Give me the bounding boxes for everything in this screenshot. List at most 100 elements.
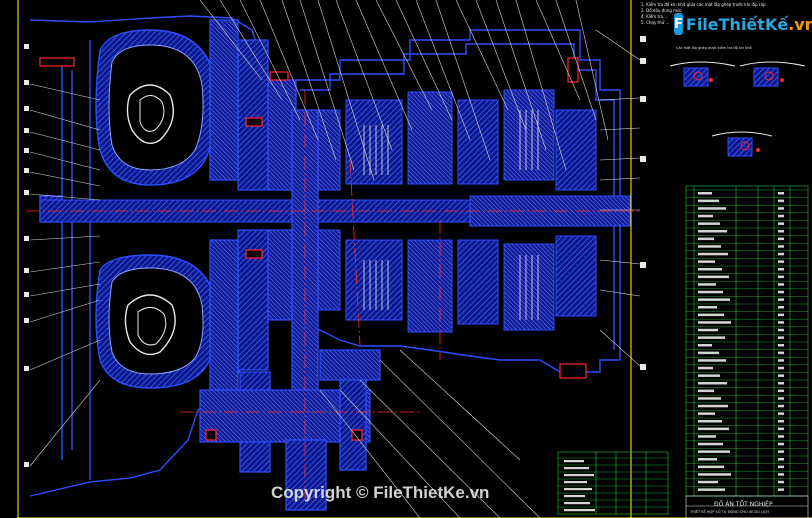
parts-list-cell-qty bbox=[778, 442, 784, 446]
parts-list-cell-qty bbox=[778, 192, 784, 195]
revision-cell-text bbox=[564, 481, 587, 484]
parts-list-cell-text bbox=[698, 252, 728, 256]
parts-list-cell-text bbox=[698, 359, 726, 362]
parts-list-cell-qty bbox=[778, 473, 784, 476]
parts-list-cell-text bbox=[698, 465, 724, 469]
drawing-frame bbox=[17, 0, 812, 518]
balloon-markers-right bbox=[640, 36, 646, 370]
parts-list-cell-qty bbox=[778, 344, 784, 347]
technical-note-2: 2. Đổ dầu đúng mức bbox=[641, 8, 682, 13]
logo-mark-icon: F bbox=[674, 13, 683, 35]
clutch-discs bbox=[363, 110, 539, 320]
title-block-main: ĐỒ ÁN TỐT NGHIỆP bbox=[714, 501, 773, 508]
centerlines bbox=[26, 90, 640, 500]
parts-list-cell-qty bbox=[778, 397, 784, 400]
revision-table-rows bbox=[558, 457, 668, 512]
parts-list-cell-qty bbox=[778, 306, 784, 309]
parts-list-cell-text bbox=[698, 290, 723, 294]
revision-cell-text bbox=[564, 495, 585, 498]
parts-list-cell-text bbox=[698, 298, 730, 301]
parts-list-cell-qty bbox=[778, 412, 784, 415]
revision-cell-text bbox=[564, 460, 584, 463]
technical-note-4: 5. Chạy thử ... bbox=[641, 20, 670, 25]
parts-list-cell-qty bbox=[778, 435, 784, 438]
parts-list-cell-qty bbox=[778, 427, 784, 431]
logo-text-accent: Kế bbox=[764, 14, 789, 34]
parts-list-cell-text bbox=[698, 328, 718, 332]
parts-list-cell-qty bbox=[778, 245, 784, 248]
parts-list-rows bbox=[686, 189, 808, 491]
parts-list-cell-text bbox=[698, 389, 714, 393]
parts-list-cell-text bbox=[698, 435, 716, 438]
parts-list-cell-qty bbox=[778, 321, 784, 324]
parts-list-cell-qty bbox=[778, 260, 784, 263]
parts-list-cell-qty bbox=[778, 290, 784, 294]
parts-list-cell-text bbox=[698, 427, 729, 431]
parts-list-cell-text bbox=[698, 488, 725, 491]
parts-list-cell-text bbox=[698, 192, 712, 195]
parts-list-cell-qty bbox=[778, 336, 784, 339]
parts-list-cell-qty bbox=[778, 480, 784, 484]
parts-list-cell-text bbox=[698, 268, 722, 271]
parts-list-cell-text bbox=[698, 450, 730, 453]
parts-list-cell-qty bbox=[778, 214, 784, 218]
revision-cell-text bbox=[564, 509, 595, 512]
parts-list-cell-qty bbox=[778, 252, 784, 256]
logo-text: FileThiếtKế.vn bbox=[686, 15, 812, 34]
bolts bbox=[39, 57, 587, 441]
parts-list-cell-text bbox=[698, 321, 731, 324]
parts-list-cell-qty bbox=[778, 359, 784, 362]
logo-text-suffix: .vn bbox=[788, 14, 812, 34]
detail-views bbox=[669, 61, 806, 157]
detail-caption: Các mặt lắp ghép được kiểm tra độ kín kh… bbox=[676, 46, 752, 50]
parts-list-cell-qty bbox=[778, 382, 784, 385]
parts-list-cell-text bbox=[698, 382, 727, 385]
parts-list-cell-text bbox=[698, 199, 719, 203]
torque-converter-lower bbox=[95, 254, 218, 389]
parts-list-cell-text bbox=[698, 207, 726, 210]
parts-list-cell-qty bbox=[778, 351, 784, 355]
parts-list-cell-qty bbox=[778, 275, 784, 279]
parts-list-cell-text bbox=[698, 275, 729, 279]
parts-list-cell-qty bbox=[778, 313, 784, 317]
parts-list-cell-qty bbox=[778, 328, 784, 332]
parts-list-cell-text bbox=[698, 374, 720, 377]
torque-converter-upper bbox=[95, 29, 217, 186]
parts-list-cell-text bbox=[698, 473, 731, 476]
parts-list-cell-text bbox=[698, 458, 717, 461]
parts-list-cell-qty bbox=[778, 268, 784, 271]
parts-list-cell-text bbox=[698, 222, 720, 225]
parts-list-cell-text bbox=[698, 336, 725, 339]
revision-table bbox=[557, 451, 669, 515]
parts-list-cell-qty bbox=[778, 450, 784, 453]
parts-list-cell-text bbox=[698, 420, 722, 423]
parts-list-cell-text bbox=[698, 313, 724, 317]
logo-text-main: FileThiết bbox=[685, 14, 765, 34]
parts-list-cell-qty bbox=[778, 404, 784, 408]
parts-list-cell-qty bbox=[778, 389, 784, 393]
parts-list-cell-qty bbox=[778, 298, 784, 301]
technical-note-1: 1. Kiểm tra độ kín khít giữa các mặt lắp… bbox=[641, 2, 766, 7]
revision-cell-text bbox=[564, 502, 590, 505]
technical-note-3: 4. Kiểm tra ... bbox=[641, 14, 669, 19]
parts-list-cell-qty bbox=[778, 420, 784, 423]
parts-list-cell-text bbox=[698, 442, 723, 446]
parts-list-cell-text bbox=[698, 230, 727, 233]
title-block-sub: THIẾT KẾ HỘP SỐ TỰ ĐỘNG CHO XE DU LỊCH bbox=[690, 510, 769, 514]
output-gear-assembly bbox=[199, 109, 381, 511]
parts-list-cell-text bbox=[698, 245, 721, 248]
parts-list-cell-text bbox=[698, 283, 716, 286]
parts-list-cell-text bbox=[698, 480, 718, 484]
copyright-watermark: Copyright © FileThietKe.vn bbox=[271, 483, 490, 502]
parts-list-cell-text bbox=[698, 237, 714, 241]
filethietke-logo: F FileThiếtKế.vn bbox=[674, 12, 812, 36]
parts-list-cell-qty bbox=[778, 465, 784, 469]
parts-list-cell-text bbox=[698, 351, 719, 355]
parts-list-cell-text bbox=[698, 214, 713, 218]
parts-list-cell-qty bbox=[778, 199, 784, 203]
parts-list-cell-qty bbox=[778, 237, 784, 241]
revision-cell-text bbox=[564, 474, 594, 477]
parts-list-cell-qty bbox=[778, 374, 784, 377]
parts-list-cell-text bbox=[698, 412, 715, 415]
